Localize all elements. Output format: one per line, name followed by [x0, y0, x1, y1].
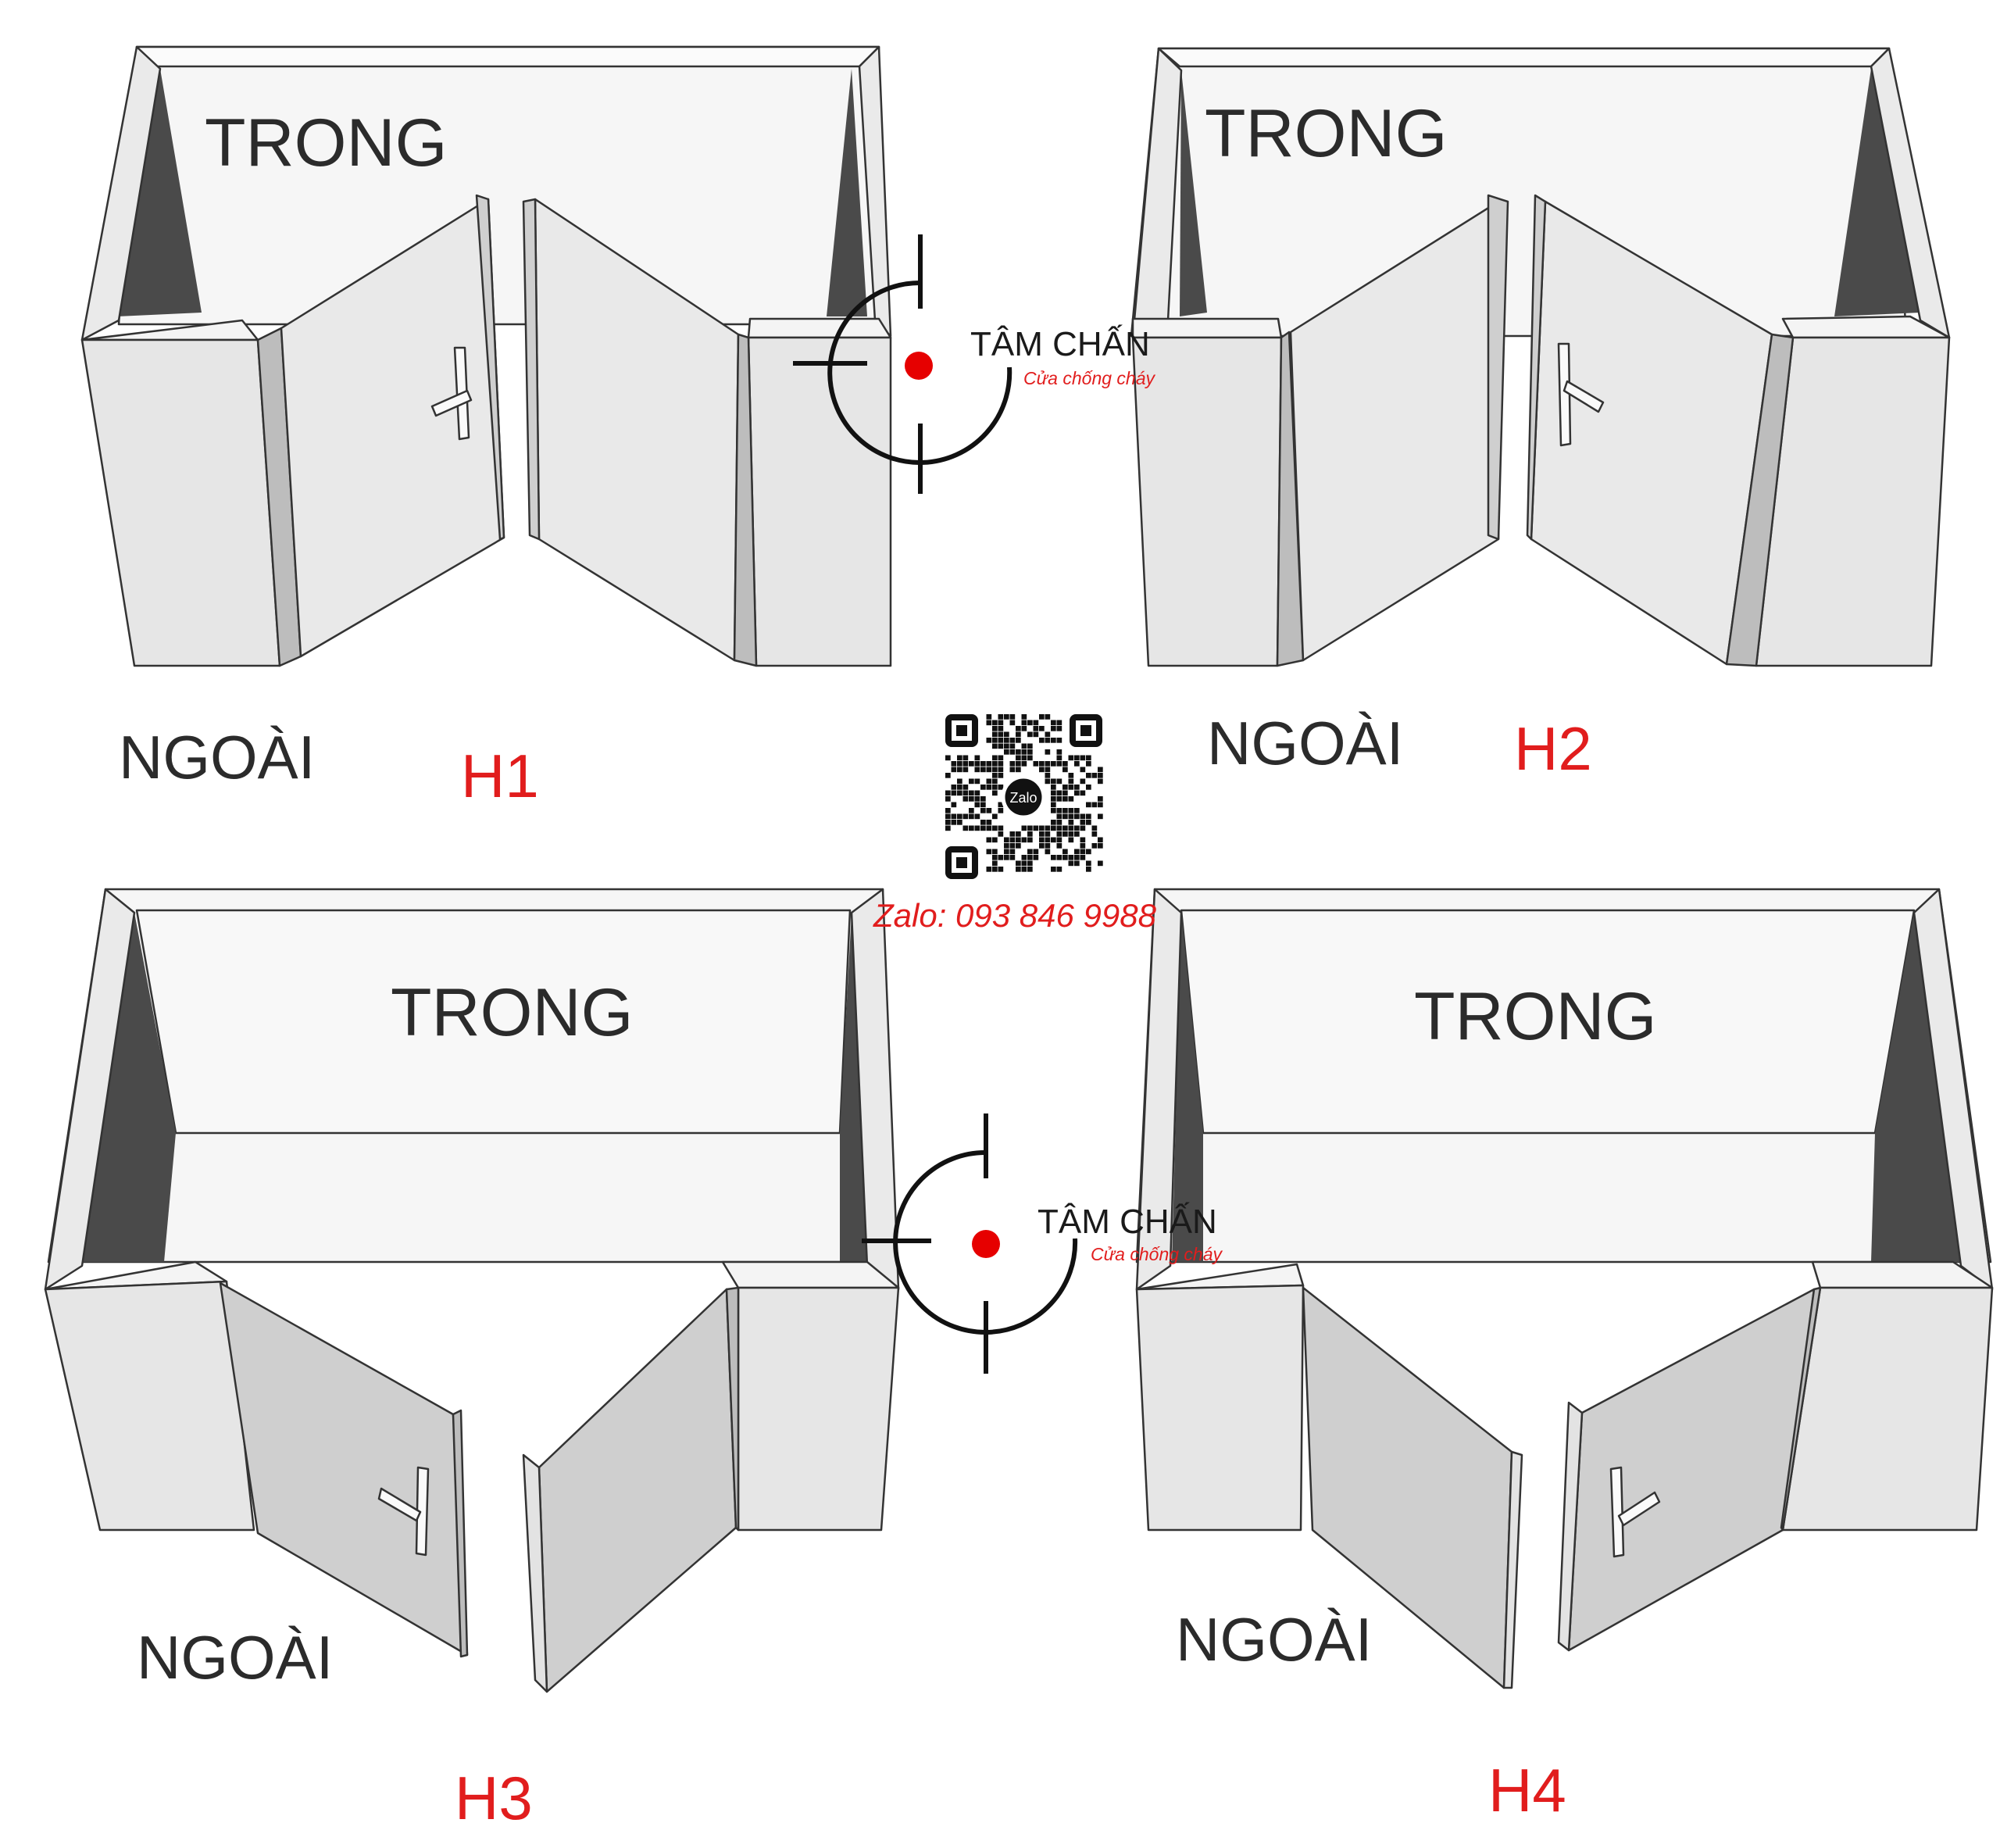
- label-h1: H1: [461, 742, 539, 810]
- front-block-left: [45, 1281, 254, 1530]
- front-block-right: [738, 1288, 898, 1530]
- zalo-contact: Zalo: 093 846 9988: [873, 897, 1157, 934]
- label-h3: H3: [455, 1764, 533, 1832]
- door-left-thickness: [1488, 195, 1508, 539]
- door-right-thickness: [523, 199, 539, 539]
- panel-h2: TRONG NGOÀI H2: [1131, 48, 1949, 783]
- room-floor: [119, 47, 879, 324]
- front-block-left: [1137, 1285, 1303, 1530]
- door-left: [220, 1283, 467, 1655]
- front-block-right: [748, 338, 891, 666]
- front-block-left: [82, 340, 280, 666]
- room-floor: [1131, 48, 1906, 336]
- label-outside: NGOÀI: [137, 1623, 333, 1692]
- brand-tagline: Cửa chống cháy: [1023, 368, 1156, 388]
- panel-h1: TRONG NGOÀI H1: [82, 47, 891, 810]
- label-outside: NGOÀI: [1207, 709, 1403, 777]
- label-inside: TRONG: [391, 975, 634, 1050]
- front-block-left-top: [1133, 319, 1281, 338]
- door-right: [1569, 1289, 1814, 1650]
- label-inside: TRONG: [205, 105, 448, 181]
- brand-name: TÂM CHẤN: [1038, 1202, 1217, 1241]
- front-block-right-top: [748, 319, 891, 338]
- label-outside: NGOÀI: [1176, 1605, 1372, 1674]
- brand-name: TÂM CHẤN: [970, 324, 1150, 363]
- brand-tagline: Cửa chống cháy: [1091, 1244, 1223, 1264]
- panel-h4: TRONG NGOÀI H4: [1137, 889, 1992, 1825]
- label-inside: TRONG: [1414, 979, 1657, 1054]
- front-block-right-top: [723, 1262, 898, 1288]
- panel-h3: TRONG NGOÀI H3: [45, 889, 898, 1832]
- front-block-left: [1133, 338, 1281, 666]
- wall-top-rim: [1159, 48, 1889, 66]
- door-right: [539, 1289, 736, 1692]
- label-h4: H4: [1488, 1756, 1566, 1825]
- label-h2: H2: [1514, 714, 1592, 783]
- qr-code-icon: Zalo: [944, 713, 1104, 881]
- label-inside: TRONG: [1205, 96, 1448, 171]
- label-outside: NGOÀI: [119, 723, 315, 792]
- qr-center-label: Zalo: [1009, 790, 1037, 806]
- wall-top-rim: [137, 47, 879, 66]
